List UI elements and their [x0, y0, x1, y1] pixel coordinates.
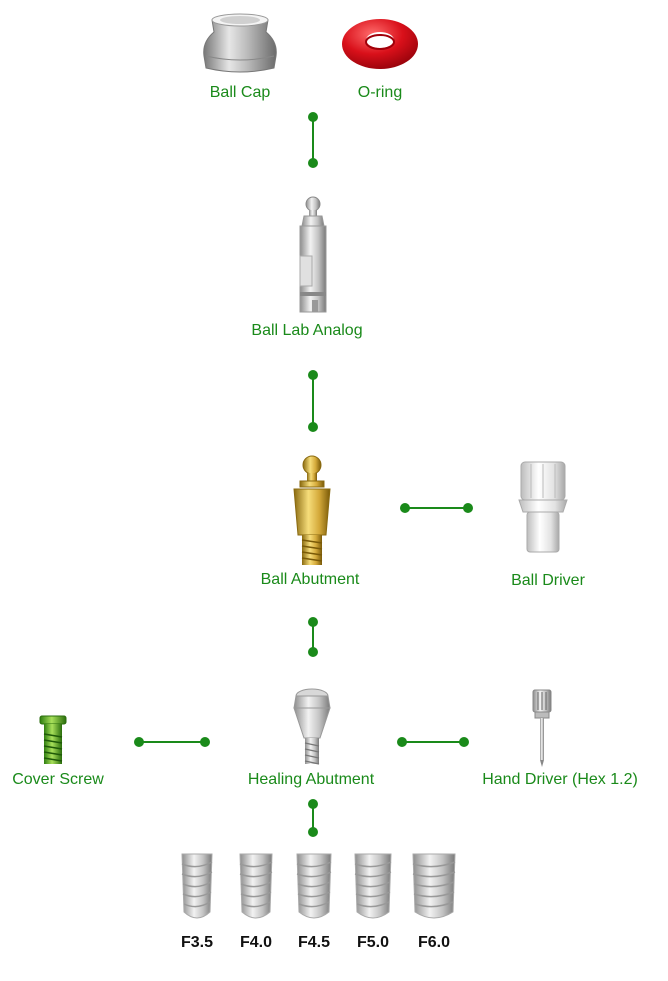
ball-abutment-label: Ball Abutment: [260, 571, 360, 588]
connector-cover-to-healing: [134, 737, 210, 747]
connector-cap-to-analog: [308, 112, 318, 168]
ball-cap-label: Ball Cap: [209, 84, 271, 101]
connector-analog-to-abutment: [308, 370, 318, 432]
implant-size-label: F4.5: [297, 934, 331, 951]
cover-screw-icon: [39, 715, 67, 764]
healing-abutment-label: Healing Abutment: [247, 771, 375, 788]
implant-icon: [239, 853, 273, 919]
connector-healing-to-implants: [308, 799, 318, 837]
implant-icon: [412, 853, 456, 919]
connector-abutment-to-healing: [308, 617, 318, 657]
implant-size-label: F6.0: [417, 934, 451, 951]
lab-analog-icon: [299, 196, 327, 313]
o-ring-label: O-ring: [357, 84, 403, 101]
ball-abutment-icon: [293, 455, 331, 565]
hand-driver-label: Hand Driver (Hex 1.2): [482, 771, 638, 788]
connector-abutment-to-driver: [400, 503, 473, 513]
o-ring-icon: [342, 19, 418, 69]
cover-screw-label: Cover Screw: [12, 771, 104, 788]
ball-driver-label: Ball Driver: [511, 572, 585, 589]
implant-icon: [296, 853, 332, 919]
ball-lab-analog-label: Ball Lab Analog: [251, 322, 363, 339]
implant-icon: [354, 853, 392, 919]
implant-size-label: F3.5: [180, 934, 214, 951]
healing-abutment-icon: [293, 688, 331, 765]
implant-size-label: F5.0: [356, 934, 390, 951]
ball-cap-icon: [203, 13, 277, 73]
connector-healing-to-hand-driver: [397, 737, 469, 747]
ball-driver-icon: [518, 461, 568, 553]
hand-driver-icon: [532, 689, 552, 767]
implant-size-label: F4.0: [239, 934, 273, 951]
implant-icon: [181, 853, 213, 919]
